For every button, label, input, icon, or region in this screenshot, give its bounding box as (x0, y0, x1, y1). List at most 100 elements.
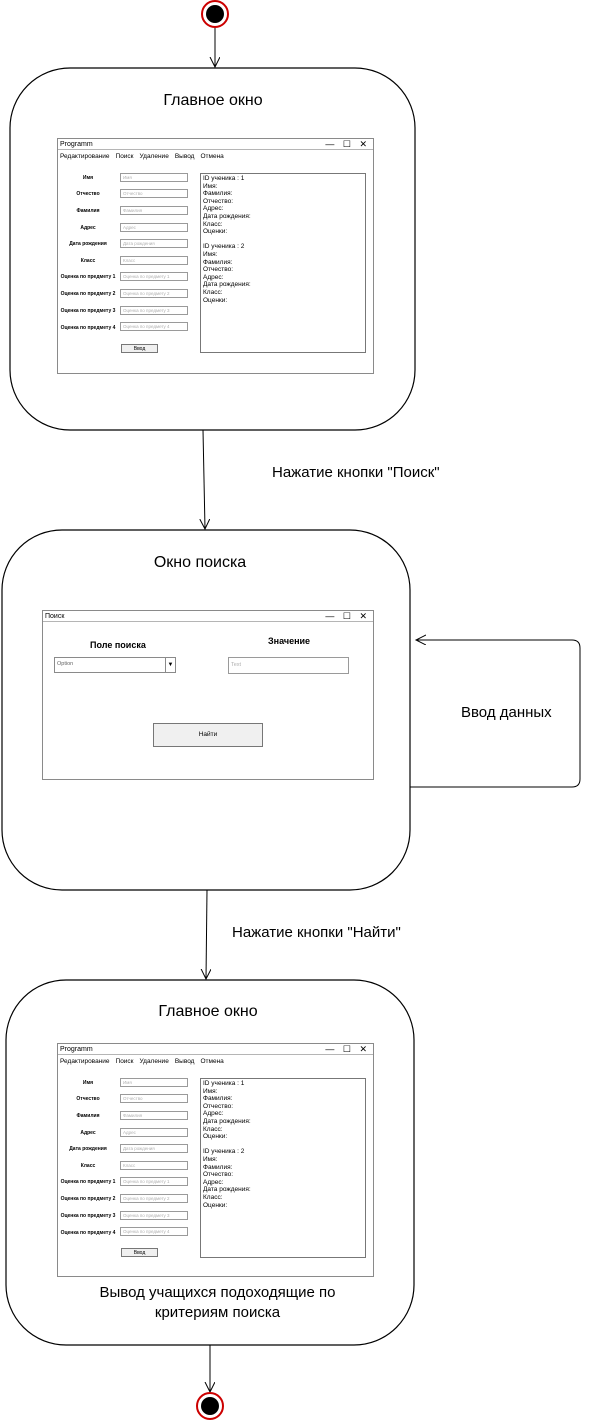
list-item: ID ученика : 2 (203, 243, 245, 251)
window-title: Programm (60, 141, 93, 148)
search-value-input[interactable]: Text (228, 657, 349, 674)
final-node (196, 1392, 224, 1420)
field-input[interactable]: Оценка по предмету 2 (120, 289, 188, 298)
list-item: Оценки: (203, 228, 228, 236)
list-item: Дата рождения: (203, 212, 251, 220)
menu-item-cancel[interactable]: Отмена (200, 153, 224, 160)
arrow-search-to-result (206, 889, 207, 979)
edge-label-find-click: Нажатие кнопки "Найти" (232, 924, 401, 941)
records-list[interactable]: ID ученика : 1 Имя: Фамилия: Отчество: А… (200, 1078, 366, 1258)
submit-button[interactable]: Ввод (121, 344, 158, 353)
field-input[interactable]: Дата рождения (120, 1144, 188, 1153)
field-label: Дата рождения (69, 241, 107, 247)
field-input[interactable]: Класс (120, 256, 188, 265)
field-input[interactable]: Оценка по предмету 4 (120, 322, 188, 331)
field-label: Фамилия (76, 1113, 100, 1119)
list-item: Отчество: (203, 1102, 234, 1110)
field-label: Оценка по предмету 2 (60, 291, 116, 297)
state-title: Главное окно (163, 92, 263, 109)
initial-node (201, 0, 229, 28)
list-item: ID ученика : 1 (203, 175, 245, 182)
result-caption: Вывод учащихся подоходящие по критериям … (40, 1283, 395, 1323)
window-titlebar: Поиск — ☐ ✕ (43, 611, 373, 622)
field-input[interactable]: Оценка по предмету 4 (120, 1227, 188, 1236)
field-input[interactable]: Оценка по предмету 3 (120, 306, 188, 315)
field-label: Класс (80, 1163, 96, 1169)
field-input[interactable]: Оценка по предмету 3 (120, 1211, 188, 1220)
field-input[interactable]: Оценка по предмету 1 (120, 272, 188, 281)
field-label: Фамилия (76, 208, 100, 214)
window-controls-icon[interactable]: — ☐ ✕ (325, 1044, 370, 1054)
field-label: Отчество (76, 191, 100, 197)
search-window-mockup: Поиск — ☐ ✕ Поле поиска Значение Option … (42, 610, 374, 780)
list-item: Отчество: (203, 197, 234, 205)
search-field-header: Поле поиска (90, 640, 146, 650)
field-label: Отчество (76, 1096, 100, 1102)
list-item: Дата рождения: (203, 1186, 251, 1194)
field-input[interactable]: Оценка по предмету 2 (120, 1194, 188, 1203)
list-item: Класс: (203, 288, 223, 296)
menu-item-output[interactable]: Вывод (174, 1058, 195, 1065)
field-label: Оценка по предмету 2 (60, 1196, 116, 1202)
field-label: Адрес (80, 1130, 96, 1136)
field-input[interactable]: Класс (120, 1161, 188, 1170)
select-value: Option (57, 661, 74, 667)
field-label: Оценка по предмету 4 (60, 1230, 116, 1236)
menu-bar: Редактирование Поиск Удаление Вывод Отмена (58, 151, 230, 162)
search-value-header: Значение (268, 636, 311, 646)
menu-item-cancel[interactable]: Отмена (200, 1058, 224, 1065)
submit-button[interactable]: Ввод (121, 1248, 158, 1257)
list-item: Класс: (203, 220, 223, 228)
list-item: Класс: (203, 1193, 223, 1201)
field-input[interactable]: Дата рождения (120, 239, 188, 248)
field-input[interactable]: Имя (120, 1078, 188, 1087)
list-item: Отчество: (203, 266, 234, 274)
list-item: Дата рождения: (203, 281, 251, 289)
state-title: Главное окно (158, 1003, 258, 1020)
find-button[interactable]: Найти (153, 723, 263, 747)
arrow-self-loop-data-input (410, 640, 581, 788)
list-item: Оценки: (203, 1133, 228, 1141)
menu-item-edit[interactable]: Редактирование (60, 1058, 110, 1065)
field-input[interactable]: Имя (120, 173, 188, 182)
field-input[interactable]: Фамилия (120, 1111, 188, 1120)
field-label: Оценка по предмету 1 (60, 1179, 116, 1185)
arrow-main-to-search (203, 429, 205, 529)
state-title: Окно поиска (153, 554, 247, 571)
field-input[interactable]: Отчество (120, 189, 188, 198)
field-label: Оценка по предмету 3 (60, 1213, 116, 1219)
field-input[interactable]: Адрес (120, 223, 188, 232)
caption-line: критериям поиска (154, 1304, 281, 1321)
records-list[interactable]: ID ученика : 1 Имя: Фамилия: Отчество: А… (200, 173, 366, 353)
menu-item-search[interactable]: Поиск (115, 1058, 134, 1065)
window-controls-icon[interactable]: — ☐ ✕ (325, 611, 370, 621)
search-field-select[interactable]: Option ▼ (54, 657, 176, 673)
field-input[interactable]: Адрес (120, 1128, 188, 1137)
menu-item-delete[interactable]: Удаление (139, 153, 169, 160)
list-item: Адрес: (203, 205, 224, 213)
menu-item-output[interactable]: Вывод (174, 153, 195, 160)
field-input[interactable]: Фамилия (120, 206, 188, 215)
list-item: Адрес: (203, 273, 224, 281)
list-item: Фамилия: (203, 258, 233, 266)
field-input[interactable]: Оценка по предмету 1 (120, 1177, 188, 1186)
chevron-down-icon[interactable]: ▼ (165, 658, 175, 672)
edge-label-search-click: Нажатие кнопки "Поиск" (272, 464, 440, 481)
list-item: Адрес: (203, 1110, 224, 1118)
field-label: Оценка по предмету 3 (60, 308, 116, 314)
field-label: Класс (80, 258, 96, 264)
field-input[interactable]: Отчество (120, 1094, 188, 1103)
list-item: Имя: (203, 1155, 218, 1163)
menu-item-edit[interactable]: Редактирование (60, 153, 110, 160)
caption-line: Вывод учащихся подоходящие по (99, 1284, 336, 1301)
list-item: Отчество: (203, 1171, 234, 1179)
list-item: Оценки: (203, 296, 228, 304)
main-window-mockup: Programm — ☐ ✕ Редактирование Поиск Удален… (57, 138, 374, 374)
list-item: Адрес: (203, 1178, 224, 1186)
field-label: Имя (82, 175, 94, 181)
list-item: Фамилия: (203, 1095, 233, 1103)
window-controls-icon[interactable]: — ☐ ✕ (325, 139, 370, 149)
field-label: Адрес (80, 225, 96, 231)
menu-item-delete[interactable]: Удаление (139, 1058, 169, 1065)
menu-item-search[interactable]: Поиск (115, 153, 134, 160)
